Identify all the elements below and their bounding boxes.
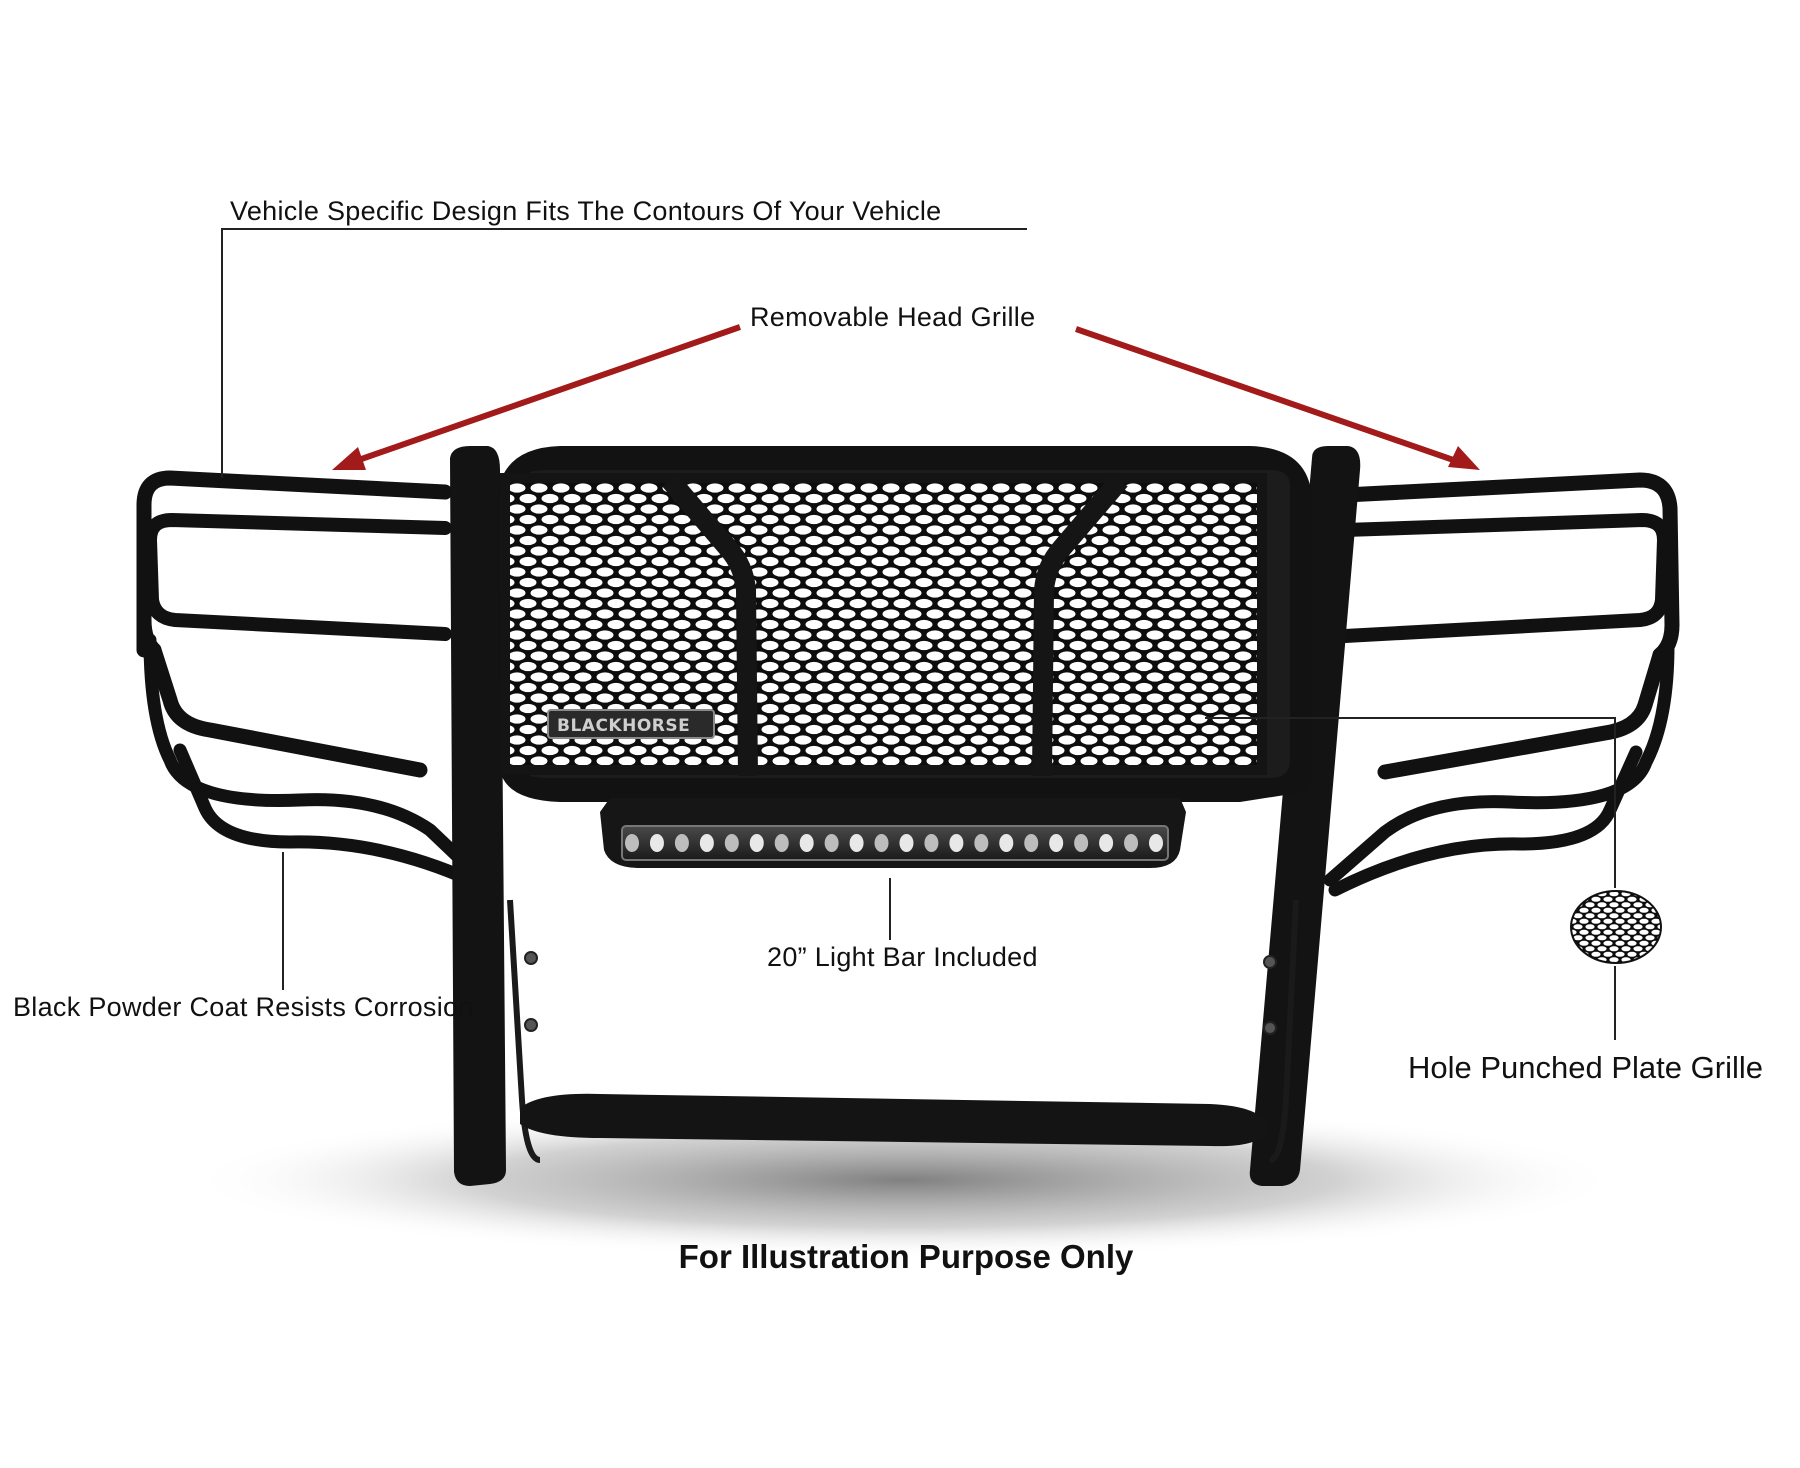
led-cell (649, 834, 664, 852)
callout-vehicle-specific: Vehicle Specific Design Fits The Contour… (230, 196, 941, 226)
led-cell (899, 834, 914, 852)
led-cell (724, 834, 739, 852)
led-cell (1049, 834, 1064, 852)
led-cell (824, 834, 839, 852)
hole-punched-swatch (1570, 890, 1662, 964)
brand-logo-text: BLACKHORSE (557, 716, 690, 736)
brand-badge: BLACKHORSE (547, 709, 715, 739)
callout-light-bar: 20” Light Bar Included (767, 942, 1038, 972)
led-cell (674, 834, 689, 852)
callout-removable-head-grille: Removable Head Grille (750, 302, 1035, 332)
led-cell (1149, 834, 1163, 852)
light-bar-leds (625, 834, 1163, 852)
light-bar (600, 798, 1186, 868)
led-cell (924, 834, 939, 852)
led-cell (849, 834, 864, 852)
led-cell (999, 834, 1014, 852)
bottom-crossbar (520, 1093, 1270, 1147)
head-grille: BLACKHORSE (497, 446, 1312, 802)
led-cell (799, 834, 814, 852)
led-cell (774, 834, 789, 852)
led-cell (1074, 834, 1089, 852)
red-arrows (332, 324, 1480, 470)
led-cell (949, 834, 964, 852)
led-cell (1099, 834, 1114, 852)
led-cell (749, 834, 764, 852)
led-cell (699, 834, 714, 852)
led-cell (1024, 834, 1039, 852)
mount-bolts (524, 951, 1277, 1035)
callout-hole-punched: Hole Punched Plate Grille (1408, 1050, 1763, 1085)
left-wing-tubes (136, 470, 479, 887)
leader-lines (221, 228, 1616, 1040)
footer-disclaimer: For Illustration Purpose Only (679, 1238, 1134, 1275)
led-cell (874, 834, 889, 852)
led-cell (625, 834, 639, 852)
uprights (450, 446, 1361, 1186)
led-cell (974, 834, 989, 852)
right-wing-tubes (1323, 465, 1680, 897)
led-cell (1124, 834, 1139, 852)
callout-powder-coat: Black Powder Coat Resists Corrosion (13, 992, 474, 1022)
